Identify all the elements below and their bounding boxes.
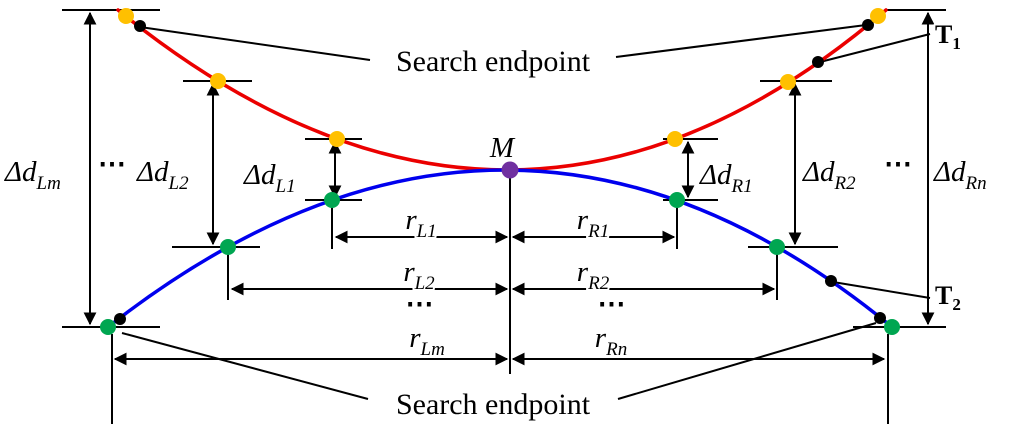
lower-sample-dot-2 <box>220 239 236 255</box>
extension-lines <box>111 207 889 424</box>
label-midpoint-m: M <box>489 132 516 164</box>
tangent-point-t1 <box>812 56 824 68</box>
label-search-endpoint-top: Search endpoint <box>396 45 591 78</box>
upper-sample-dot-4 <box>667 131 683 147</box>
label-t1: T1 <box>935 20 961 53</box>
ellipsis-radii-left: ⋯ <box>406 289 435 320</box>
leader-t1 <box>819 33 931 63</box>
upper-sample-dot-1 <box>118 8 134 24</box>
ellipsis-offsets-left: ⋯ <box>98 149 127 180</box>
label-delta-d-r2: ΔdR2 <box>802 156 856 194</box>
label-r-l1: rL1 <box>405 204 436 242</box>
upper-sample-dot-3 <box>329 131 345 147</box>
label-r-l2: rL2 <box>403 256 435 294</box>
vertical-dimension-arrows <box>83 11 935 326</box>
label-r-lm: rLm <box>409 322 445 360</box>
upper-sample-dot-5 <box>780 74 796 90</box>
label-search-endpoint-bottom: Search endpoint <box>396 388 591 421</box>
label-r-rn: rRn <box>595 322 627 360</box>
lower-sample-dot-4 <box>669 192 685 208</box>
label-delta-d-r1: ΔdR1 <box>699 159 753 197</box>
leader-bottom-left <box>121 332 369 400</box>
upper-sample-dot-2 <box>210 73 226 89</box>
endpoint-dot-top-right <box>862 19 874 31</box>
label-delta-d-l1: ΔdL1 <box>243 159 296 197</box>
label-delta-d-lm: ΔdLm <box>4 156 61 194</box>
label-t2: T2 <box>935 281 961 314</box>
label-r-r2: rR2 <box>577 256 610 294</box>
lower-sample-dot-3 <box>324 192 340 208</box>
endpoint-dot-bottom-left <box>114 313 126 325</box>
sample-dots <box>100 8 900 335</box>
ellipsis-radii-right: ⋯ <box>598 289 627 320</box>
label-delta-d-rn: ΔdRn <box>933 156 987 194</box>
horizontal-dimension-arrows <box>113 230 886 366</box>
endpoint-dot-top-left <box>134 20 146 32</box>
label-delta-d-l2: ΔdL2 <box>136 156 189 194</box>
lower-sample-dot-1 <box>100 319 116 335</box>
leader-bottom-right <box>617 322 877 400</box>
leader-t2 <box>832 281 931 299</box>
lower-sample-dot-5 <box>769 239 785 255</box>
leader-top-left <box>139 26 371 61</box>
tangent-point-t2 <box>825 275 837 287</box>
label-r-r1: rR1 <box>577 204 609 242</box>
endpoint-dot-bottom-right <box>874 312 886 324</box>
midpoint-dot <box>501 161 519 179</box>
upper-sample-dot-6 <box>870 8 886 24</box>
lower-sample-dot-6 <box>884 319 900 335</box>
leader-top-right <box>615 24 867 58</box>
ellipsis-offsets-right: ⋯ <box>884 149 913 180</box>
